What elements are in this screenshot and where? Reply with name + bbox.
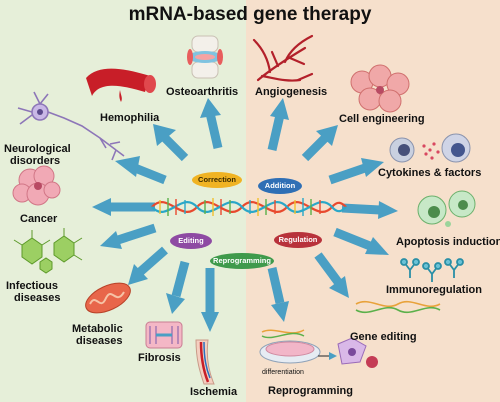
editing-pill: Editing xyxy=(170,233,212,249)
label-apoptosis: Apoptosis induction xyxy=(396,236,500,248)
arrow-cell-engineering xyxy=(301,134,329,162)
arrow-immunoregulation xyxy=(333,227,372,251)
arrow-reprogramming-head xyxy=(271,301,289,322)
mrna-helix xyxy=(151,198,347,216)
immune-cells-icon xyxy=(389,133,471,163)
tumor-icon xyxy=(12,165,61,206)
correction-pill: Correction xyxy=(192,172,242,188)
label-infectious-line2: diseases xyxy=(14,292,61,304)
arrow-metabolic xyxy=(137,246,168,276)
arrow-osteoarthritis xyxy=(205,111,223,150)
arrow-ischemia-head xyxy=(201,312,219,332)
antibody-icon xyxy=(400,258,464,282)
petri-dish-icon xyxy=(259,329,321,364)
label-cytokines: Cytokines & factors xyxy=(378,167,482,179)
apoptotic-cells-icon xyxy=(417,190,476,227)
mitochondria-icon xyxy=(85,282,131,314)
fibrosis-tissue-icon xyxy=(145,321,183,349)
neuron-icon xyxy=(17,91,125,161)
label-ischemia: Ischemia xyxy=(190,386,238,398)
dna-strand-icon xyxy=(355,300,441,314)
arrow-metabolic-head xyxy=(128,264,148,285)
arrow-neurological xyxy=(133,163,167,185)
virus-icon xyxy=(13,228,83,274)
differentiated-cell-icon xyxy=(318,337,378,368)
label-neurological-line2: disorders xyxy=(10,155,61,167)
label-metabolic-line2: diseases xyxy=(76,335,123,347)
blood-vessel-icon xyxy=(86,68,156,102)
arrow-fibrosis-head xyxy=(166,293,185,314)
label-reprogramming: Reprogramming xyxy=(268,385,353,397)
label-osteoarthritis: Osteoarthritis xyxy=(166,86,239,98)
label-neurological-line1: Neurological xyxy=(4,143,71,155)
addition-pill: Addition xyxy=(258,178,302,194)
arrow-cytokines xyxy=(328,163,367,185)
arrow-hemophilia xyxy=(161,134,189,162)
arrow-infectious xyxy=(116,223,157,245)
label-angiogenesis: Angiogenesis xyxy=(255,86,328,98)
label-hemophilia: Hemophilia xyxy=(100,112,160,124)
arrow-fibrosis xyxy=(171,260,190,298)
label-fibrosis: Fibrosis xyxy=(138,352,181,364)
arrow-neurological-head xyxy=(115,156,140,177)
arrow-angiogenesis-head xyxy=(270,98,289,120)
label-cancer: Cancer xyxy=(20,213,58,225)
arrow-cytokines-head xyxy=(361,158,384,177)
label-metabolic-line1: Metabolic xyxy=(72,323,123,335)
arrow-hemophilia-head xyxy=(153,124,176,146)
diagram-title: mRNA-based gene therapy xyxy=(128,4,372,25)
vessel-network-icon xyxy=(252,34,314,82)
radiating-arrows xyxy=(92,98,398,332)
label-gene-editing: Gene editing xyxy=(350,331,417,343)
arrow-angiogenesis xyxy=(267,113,285,152)
leg-vessel-icon xyxy=(195,339,215,385)
arrow-apoptosis-head xyxy=(378,201,398,219)
arrow-apoptosis xyxy=(341,203,381,215)
arrow-reprogramming xyxy=(267,266,285,305)
arrow-osteoarthritis-head xyxy=(200,98,221,118)
label-differentiation: differentiation xyxy=(262,369,304,376)
joint-icon xyxy=(187,35,223,79)
arrow-gene-editing xyxy=(314,252,342,285)
label-infectious-line1: Infectious xyxy=(6,280,58,292)
reprogramming-pill: Reprogramming xyxy=(210,253,274,269)
arrow-infectious-head xyxy=(100,231,122,249)
arrow-immunoregulation-head xyxy=(365,237,389,255)
arrow-cell-engineering-head xyxy=(316,125,338,146)
arrow-cancer-head xyxy=(92,198,111,216)
label-immunoregulation: Immunoregulation xyxy=(386,284,482,296)
cell-cluster-icon xyxy=(350,64,410,113)
arrow-gene-editing-head xyxy=(329,276,349,298)
regulation-pill: Regulation xyxy=(274,232,322,248)
label-cell-engineering: Cell engineering xyxy=(339,113,425,125)
